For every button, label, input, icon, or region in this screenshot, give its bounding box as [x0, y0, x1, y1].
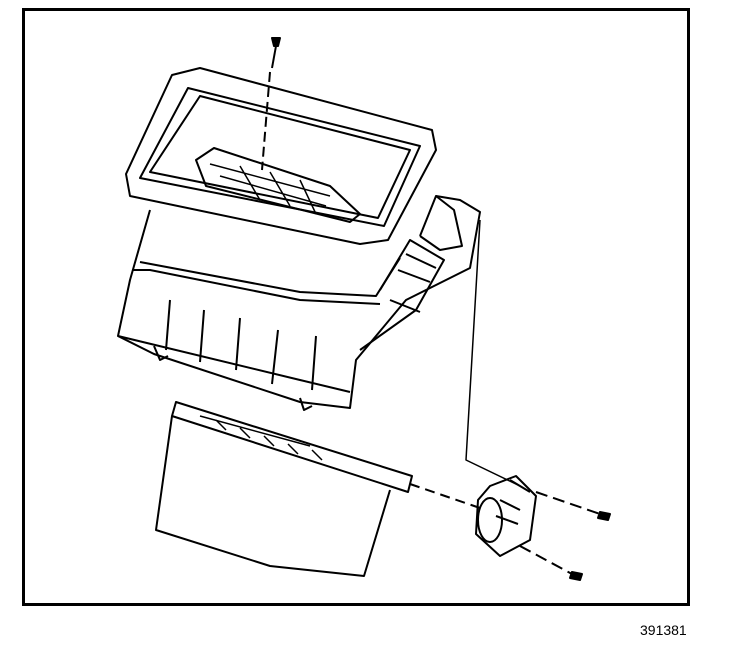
actuator [475, 475, 537, 557]
shaft-line [409, 483, 481, 509]
top-screw [261, 37, 281, 171]
actuator-screws [519, 491, 611, 581]
filter-element [155, 401, 413, 577]
blower-housing [117, 195, 481, 411]
diagram-frame [22, 8, 690, 606]
leader-line [465, 219, 521, 487]
figure-number: 391381 [640, 622, 687, 638]
filter-cover [125, 67, 437, 245]
